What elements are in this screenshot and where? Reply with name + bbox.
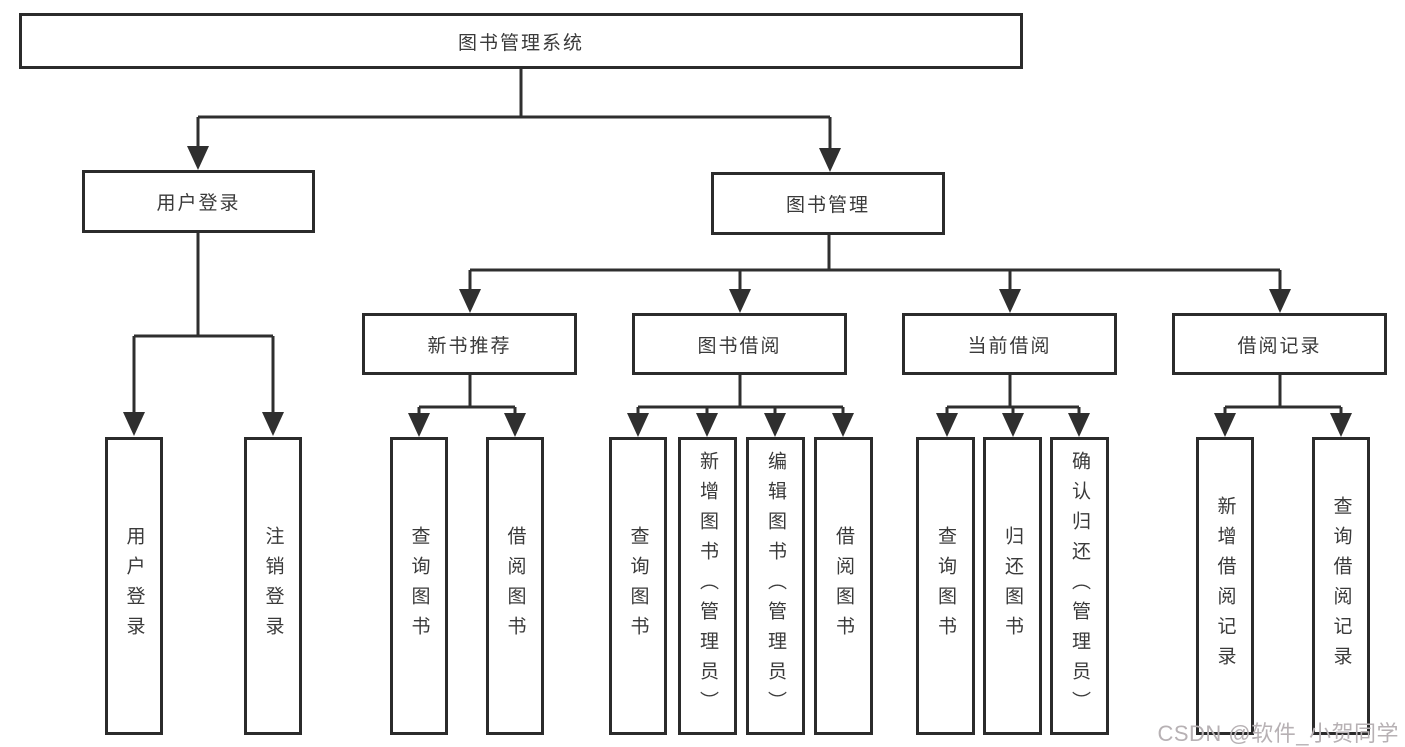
leaf-current-confirm-return-admin: 确认归还（管理员） [1050, 437, 1109, 735]
node-borrow-record: 借阅记录 [1172, 313, 1387, 375]
leaf-current-confirm-return-admin-label: 确认归还（管理员） [1069, 451, 1090, 721]
leaf-logout: 注销登录 [244, 437, 302, 735]
node-book-management: 图书管理 [711, 172, 945, 235]
leaf-user-login: 用户登录 [105, 437, 163, 735]
node-user-login: 用户登录 [82, 170, 315, 233]
node-user-login-label: 用户登录 [156, 193, 241, 214]
arrowhead-icons [123, 146, 1352, 437]
node-current-borrow: 当前借阅 [902, 313, 1117, 375]
node-book-management-label: 图书管理 [785, 195, 870, 216]
leaf-recommend-borrow-book: 借阅图书 [486, 437, 544, 735]
node-root-library-management-system: 图书管理系统 [19, 13, 1023, 69]
leaf-borrow-borrow-book-label: 借阅图书 [833, 526, 854, 646]
csdn-watermark: CSDN @软件_小贺同学 [1157, 721, 1399, 746]
leaf-recommend-query-book: 查询图书 [390, 437, 448, 735]
leaf-record-add: 新增借阅记录 [1196, 437, 1254, 735]
node-borrow-record-label: 借阅记录 [1237, 335, 1322, 357]
leaf-borrow-add-book-admin-label: 新增图书（管理员） [697, 451, 718, 721]
node-current-borrow-label: 当前借阅 [967, 335, 1052, 357]
leaf-current-return-book-label: 归还图书 [1002, 526, 1023, 646]
node-book-borrow-label: 图书借阅 [697, 335, 782, 357]
leaf-record-query: 查询借阅记录 [1312, 437, 1370, 735]
leaf-borrow-query-book: 查询图书 [609, 437, 667, 735]
leaf-current-query-book: 查询图书 [916, 437, 975, 735]
node-book-borrow: 图书借阅 [632, 313, 847, 375]
leaf-recommend-borrow-book-label: 借阅图书 [504, 526, 526, 646]
leaf-current-return-book: 归还图书 [983, 437, 1042, 735]
leaf-borrow-edit-book-admin: 编辑图书（管理员） [746, 437, 805, 735]
leaf-logout-label: 注销登录 [262, 526, 284, 646]
leaf-borrow-add-book-admin: 新增图书（管理员） [678, 437, 737, 735]
leaf-recommend-query-book-label: 查询图书 [408, 526, 430, 646]
leaf-user-login-label: 用户登录 [123, 526, 145, 646]
leaf-borrow-query-book-label: 查询图书 [627, 526, 649, 646]
node-root-label: 图书管理系统 [457, 32, 584, 54]
node-new-book-recommend-label: 新书推荐 [427, 335, 512, 357]
leaf-borrow-borrow-book: 借阅图书 [814, 437, 873, 735]
leaf-record-add-label: 新增借阅记录 [1214, 496, 1236, 676]
leaf-borrow-edit-book-admin-label: 编辑图书（管理员） [765, 451, 786, 721]
leaf-current-query-book-label: 查询图书 [935, 526, 956, 646]
leaf-record-query-label: 查询借阅记录 [1330, 496, 1352, 676]
node-new-book-recommend: 新书推荐 [362, 313, 577, 375]
